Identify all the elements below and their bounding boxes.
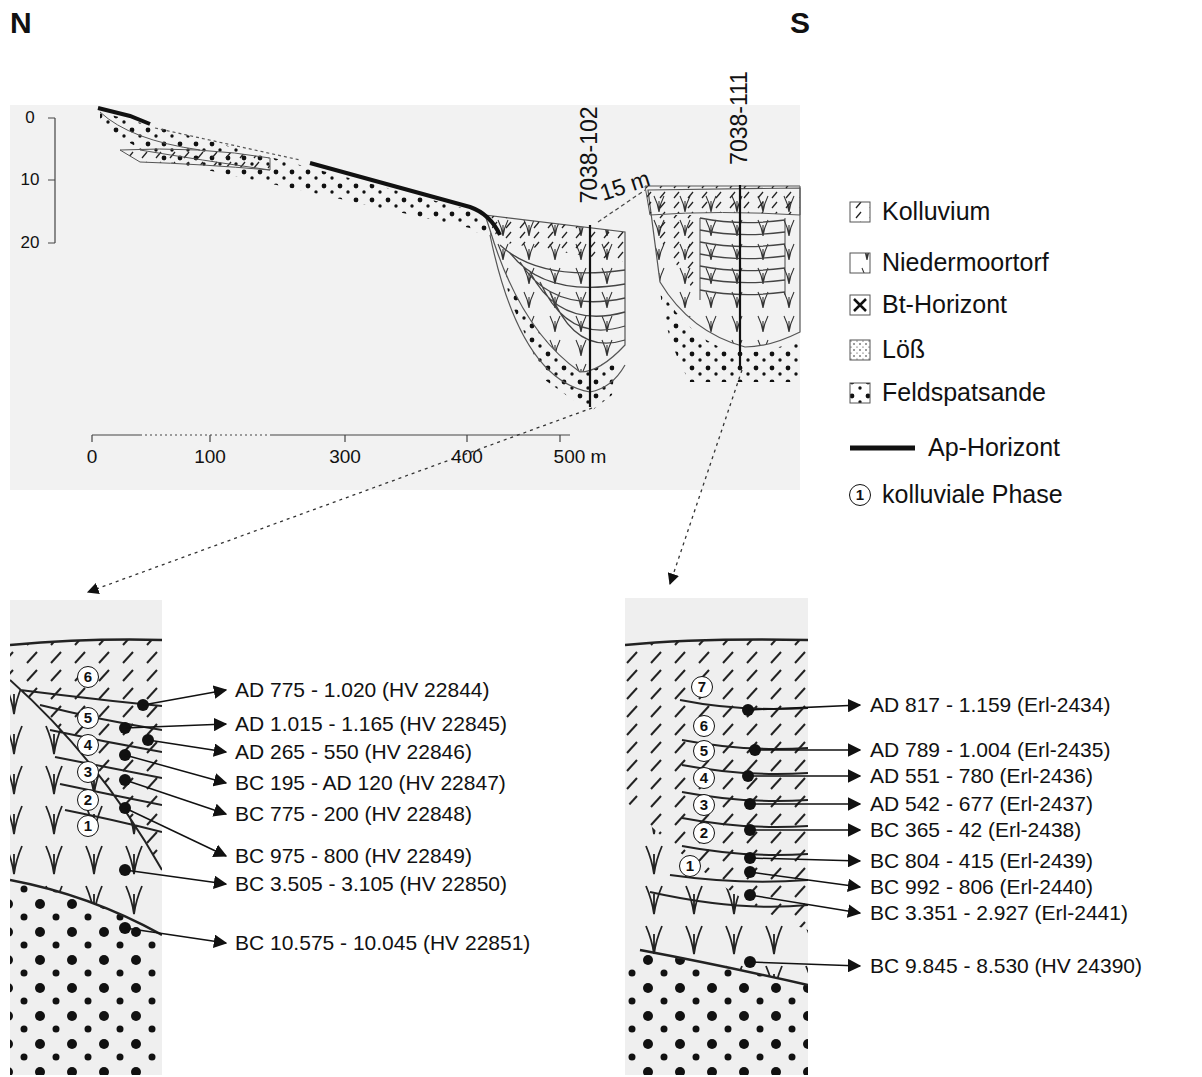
legend-text: Kolluvium <box>882 198 990 226</box>
legend-text: Ap-Horizont <box>928 434 1060 462</box>
radiocarbon-date: BC 804 - 415 (Erl-2439) <box>870 849 1093 872</box>
radiocarbon-date: AD 542 - 677 (Erl-2437) <box>870 792 1093 815</box>
axis-tick: 300 <box>329 447 361 468</box>
radiocarbon-date: AD 789 - 1.004 (Erl-2435) <box>870 738 1110 761</box>
radiocarbon-date: BC 9.845 - 8.530 (HV 24390) <box>870 954 1142 977</box>
radiocarbon-date: BC 992 - 806 (Erl-2440) <box>870 875 1093 898</box>
axis-tick: 20 <box>21 234 40 253</box>
axis-tick: 100 <box>194 447 226 468</box>
radiocarbon-date: AD 817 - 1.159 (Erl-2434) <box>870 693 1110 716</box>
axis-tick: 0 <box>25 109 34 128</box>
phase-number: 6 <box>693 715 715 737</box>
axis-tick: 500 m <box>554 447 607 468</box>
radiocarbon-date: AD 1.015 - 1.165 (HV 22845) <box>235 712 507 735</box>
radiocarbon-date: AD 775 - 1.020 (HV 22844) <box>235 678 489 701</box>
core-id: 7038-111 <box>727 71 752 165</box>
direction-label: S <box>790 6 810 39</box>
legend-text: Bt-Horizont <box>882 291 1007 319</box>
phase-number: 7 <box>691 676 713 698</box>
radiocarbon-date: AD 551 - 780 (Erl-2436) <box>870 764 1093 787</box>
axis-tick: 0 <box>87 447 98 468</box>
phase-number: 1 <box>77 815 99 837</box>
radiocarbon-date: BC 3.351 - 2.927 (Erl-2441) <box>870 901 1128 924</box>
axis-tick: 400 <box>451 447 483 468</box>
phase-number: 4 <box>77 734 99 756</box>
phase-number: 6 <box>77 666 99 688</box>
phase-number: 2 <box>693 822 715 844</box>
phase-number: 3 <box>693 794 715 816</box>
legend-text: Feldspatsande <box>882 379 1046 407</box>
phase-number: 1 <box>679 855 701 877</box>
radiocarbon-date: AD 265 - 550 (HV 22846) <box>235 740 472 763</box>
radiocarbon-date: BC 775 - 200 (HV 22848) <box>235 802 472 825</box>
phase-number: 2 <box>77 789 99 811</box>
legend-text: Löß <box>882 336 925 364</box>
legend-text: kolluviale Phase <box>882 481 1063 509</box>
radiocarbon-date: BC 975 - 800 (HV 22849) <box>235 844 472 867</box>
phase-number: 3 <box>77 761 99 783</box>
radiocarbon-date: BC 365 - 42 (Erl-2438) <box>870 818 1081 841</box>
radiocarbon-date: BC 3.505 - 3.105 (HV 22850) <box>235 872 507 895</box>
radiocarbon-date: BC 195 - AD 120 (HV 22847) <box>235 771 506 794</box>
legend-text: Niedermoortorf <box>882 249 1049 277</box>
phase-number: 5 <box>77 707 99 729</box>
legend-symbol: 1 <box>849 484 871 506</box>
phase-number: 5 <box>693 740 715 762</box>
phase-number: 4 <box>693 767 715 789</box>
radiocarbon-date: BC 10.575 - 10.045 (HV 22851) <box>235 931 530 954</box>
axis-tick: 10 <box>21 171 40 190</box>
direction-label: N <box>10 6 32 39</box>
